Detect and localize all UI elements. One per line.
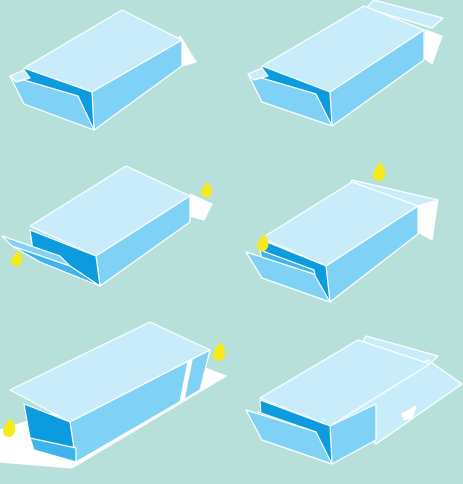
box-folding-diagram xyxy=(0,0,463,484)
diagram-canvas xyxy=(0,0,463,484)
